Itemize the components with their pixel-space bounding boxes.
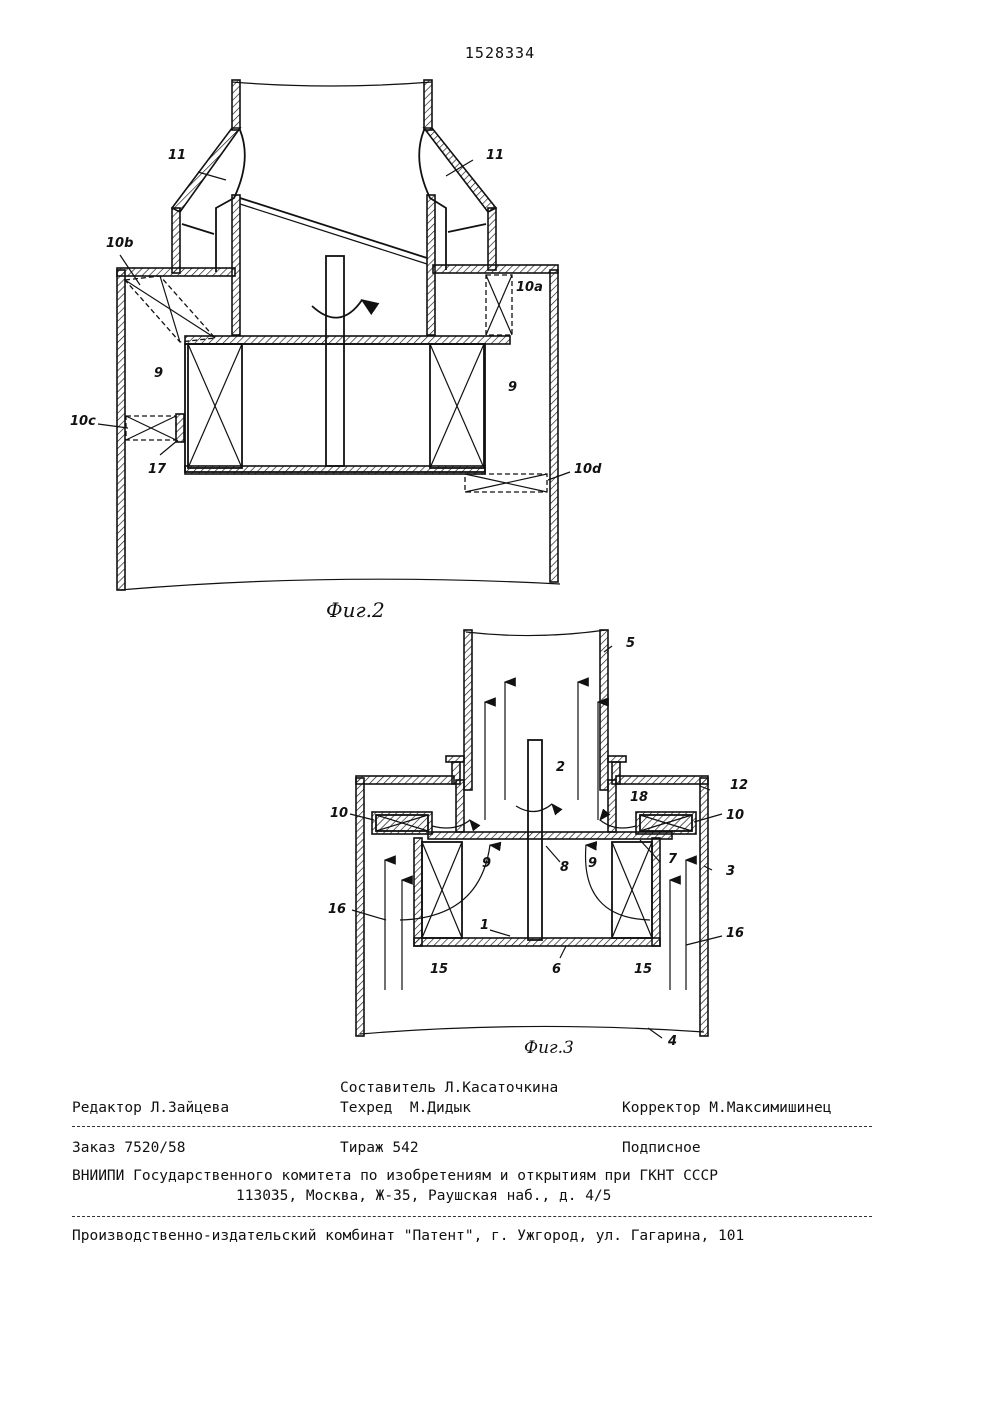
label-16-right: 16 xyxy=(726,926,744,941)
label-10a: 10a xyxy=(516,280,543,295)
label-1: 1 xyxy=(480,918,489,933)
circulation-line: Тираж 542 xyxy=(340,1140,419,1156)
label-7: 7 xyxy=(668,852,677,867)
subscription-line: Подписное xyxy=(622,1140,701,1156)
figure-2-caption: Фиг.2 xyxy=(326,598,385,622)
vniipi-line: ВНИИПИ Государственного комитета по изоб… xyxy=(72,1168,718,1184)
tech-editor-line: Техред М.Дидык xyxy=(340,1100,471,1116)
label-10c: 10c xyxy=(70,414,96,429)
label-10-right: 10 xyxy=(726,808,744,823)
figure-3 xyxy=(350,630,722,1038)
printer-line: Производственно-издательский комбинат "П… xyxy=(72,1228,744,1244)
figure-3-caption: Фиг.3 xyxy=(524,1038,574,1058)
label-10-left: 10 xyxy=(330,806,348,821)
editor-line: Редактор Л.Зайцева xyxy=(72,1100,229,1116)
label-10d: 10d xyxy=(574,462,601,477)
label-11-left: 11 xyxy=(168,148,186,163)
label-4: 4 xyxy=(668,1034,677,1049)
label-11-right: 11 xyxy=(486,148,504,163)
compiler-line: Составитель Л.Касаточкина xyxy=(340,1080,558,1096)
address-line: 113035, Москва, Ж-35, Раушская наб., д. … xyxy=(236,1188,611,1204)
order-line: Заказ 7520/58 xyxy=(72,1140,186,1156)
label-6: 6 xyxy=(552,962,561,977)
label-8: 8 xyxy=(560,860,569,875)
separator-1 xyxy=(72,1126,872,1127)
label-15-left: 15 xyxy=(430,962,448,977)
label-15-right: 15 xyxy=(634,962,652,977)
label-9-left: 9 xyxy=(154,366,163,381)
label-18: 18 xyxy=(630,790,648,805)
label-16-left: 16 xyxy=(328,902,346,917)
label-17: 17 xyxy=(148,462,166,477)
label-12: 12 xyxy=(730,778,748,793)
label-3: 3 xyxy=(726,864,735,879)
label-10b: 10b xyxy=(106,236,133,251)
separator-2 xyxy=(72,1216,872,1217)
label-9-right: 9 xyxy=(508,380,517,395)
label-2: 2 xyxy=(556,760,565,775)
proofreader-line: Корректор М.Максимишинец xyxy=(622,1100,832,1116)
label-5: 5 xyxy=(626,636,635,651)
label-9-left: 9 xyxy=(482,856,491,871)
label-9-right: 9 xyxy=(588,856,597,871)
